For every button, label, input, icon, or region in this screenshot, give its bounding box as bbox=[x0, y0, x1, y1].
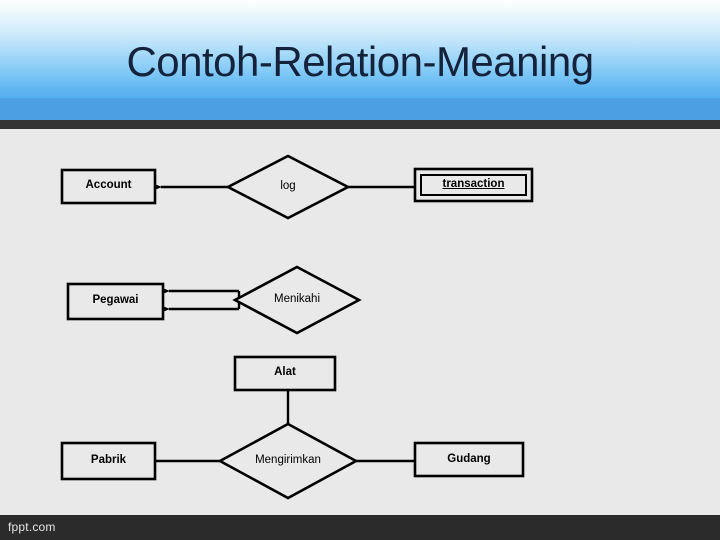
entity-box-alat bbox=[233, 355, 337, 392]
relationship-diamond-log bbox=[225, 154, 351, 220]
entity-box-gudang bbox=[413, 441, 525, 478]
entity-label-pabrik: Pabrik bbox=[90, 454, 127, 466]
footer-bar: fppt.com bbox=[0, 515, 720, 540]
entity-box-pegawai bbox=[66, 282, 165, 321]
entity-label-account: Account bbox=[85, 179, 132, 191]
relationship-label-mengirimkan: Mengirimkan bbox=[255, 454, 321, 466]
er-diagram-canvas: Account transaction Pegawai Alat Pabrik … bbox=[0, 129, 720, 515]
footer-watermark: fppt.com bbox=[8, 520, 56, 534]
relationship-label-log: log bbox=[280, 180, 296, 192]
entity-box-account bbox=[60, 168, 157, 205]
er-diagram-svg bbox=[60, 154, 534, 500]
page-title: Contoh-Relation-Meaning bbox=[126, 38, 594, 85]
slide-header bbox=[0, 0, 720, 112]
entity-box-transaction-inner bbox=[420, 174, 527, 196]
entity-box-pabrik bbox=[60, 441, 157, 481]
entity-label-pegawai: Pegawai bbox=[92, 294, 139, 306]
entity-label-transaction: transaction bbox=[442, 178, 505, 190]
entity-label-gudang: Gudang bbox=[447, 453, 491, 465]
relationship-diamond-menikahi bbox=[232, 265, 362, 335]
entity-label-alat: Alat bbox=[274, 366, 296, 378]
header-accent-band bbox=[0, 98, 720, 120]
relationship-diamond-mengirimkan bbox=[217, 422, 359, 500]
header-divider-rule bbox=[0, 120, 720, 129]
relationship-label-menikahi: Menikahi bbox=[273, 293, 321, 305]
